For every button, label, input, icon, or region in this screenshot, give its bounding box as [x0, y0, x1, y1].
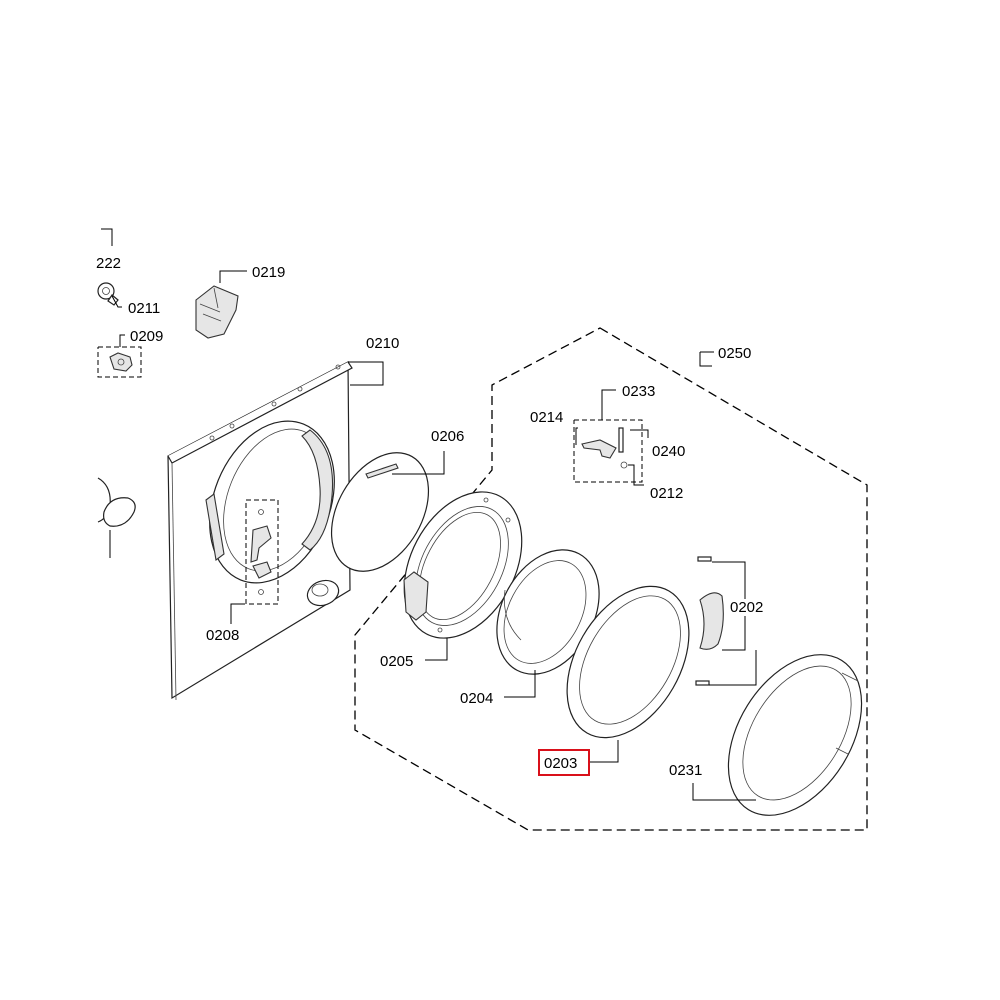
- label-0209[interactable]: 0209: [130, 328, 163, 345]
- label-0205[interactable]: 0205: [380, 653, 413, 670]
- part-0219-lock: [195, 270, 247, 339]
- part-left-side-cap: [97, 477, 136, 558]
- highlight-box-0203: [538, 749, 590, 776]
- label-0231[interactable]: 0231: [669, 762, 702, 779]
- label-0208[interactable]: 0208: [206, 627, 239, 644]
- part-0209-group: [97, 334, 142, 378]
- label-0214[interactable]: 0214: [530, 409, 563, 426]
- part-0202-handle: [695, 556, 757, 686]
- part-0204-seal: [496, 549, 600, 698]
- part-0206-glass: [330, 451, 445, 572]
- label-0250[interactable]: 0250: [718, 345, 751, 362]
- assembly-boundary-0250: [354, 327, 868, 831]
- label-0240[interactable]: 0240: [652, 443, 685, 460]
- label-0219[interactable]: 0219: [252, 264, 285, 281]
- label-0202[interactable]: 0202: [730, 599, 763, 616]
- part-0233-lock-group: [573, 389, 649, 486]
- label-0212[interactable]: 0212: [650, 485, 683, 502]
- part-0205-inner-frame: [403, 491, 523, 661]
- part-0203-door-ring: [566, 585, 690, 763]
- part-0208-hinge: [230, 499, 279, 624]
- leader-0250-b: [699, 352, 712, 367]
- part-0211-knob: [97, 228, 122, 308]
- label-0206[interactable]: 0206: [431, 428, 464, 445]
- label-0211[interactable]: 0211: [128, 300, 160, 317]
- label-0210[interactable]: 0210: [366, 335, 399, 352]
- label-222[interactable]: 222: [96, 255, 121, 272]
- label-0204[interactable]: 0204: [460, 690, 493, 707]
- label-0233[interactable]: 0233: [622, 383, 655, 400]
- label-0203[interactable]: 0203: [544, 755, 577, 772]
- part-0231-outer-ring: [692, 654, 863, 816]
